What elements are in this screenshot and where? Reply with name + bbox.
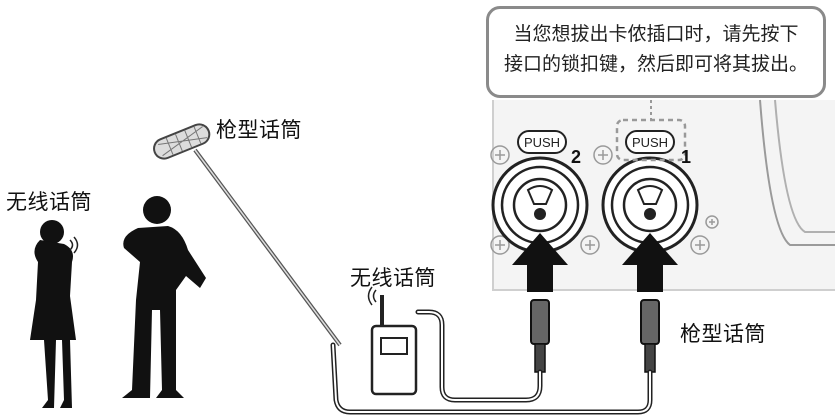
wireless-receiver xyxy=(370,295,418,396)
input-number-2: 2 xyxy=(571,147,581,167)
screw-icon xyxy=(490,145,719,255)
push-button-1[interactable]: PUSH xyxy=(625,130,675,154)
callout-line-1: 当您想拔出卡侬插口时，请先按下 xyxy=(513,23,799,45)
xlr-plug-2 xyxy=(530,299,550,373)
shotgun-microphone xyxy=(153,123,342,347)
speech-wave-icon xyxy=(69,236,79,254)
xlr-plug-1 xyxy=(640,299,660,373)
man-silhouette xyxy=(122,196,206,398)
tip-callout: 当您想拔出卡侬插口时，请先按下 接口的锁扣键，然后即可将其拔出。 xyxy=(486,6,826,98)
push-label-2: PUSH xyxy=(524,135,560,150)
label-shotgun-mic-right: 枪型话筒 xyxy=(680,322,766,346)
callout-line-2: 接口的锁扣键，然后即可将其拔出。 xyxy=(503,53,808,75)
push-label-1: PUSH xyxy=(632,135,668,150)
wireless-signal-icon xyxy=(367,286,377,306)
label-shotgun-mic-top: 枪型话筒 xyxy=(216,118,302,142)
label-wireless-mic-left: 无线话筒 xyxy=(6,190,92,214)
input-number-1: 1 xyxy=(681,147,691,167)
xlr-input-1[interactable] xyxy=(601,156,699,254)
cable-inner xyxy=(332,311,651,413)
arrow-up-icon xyxy=(512,233,678,292)
push-button-2[interactable]: PUSH xyxy=(517,130,567,154)
label-wireless-mic-center: 无线话筒 xyxy=(350,266,436,290)
woman-silhouette xyxy=(30,220,76,408)
